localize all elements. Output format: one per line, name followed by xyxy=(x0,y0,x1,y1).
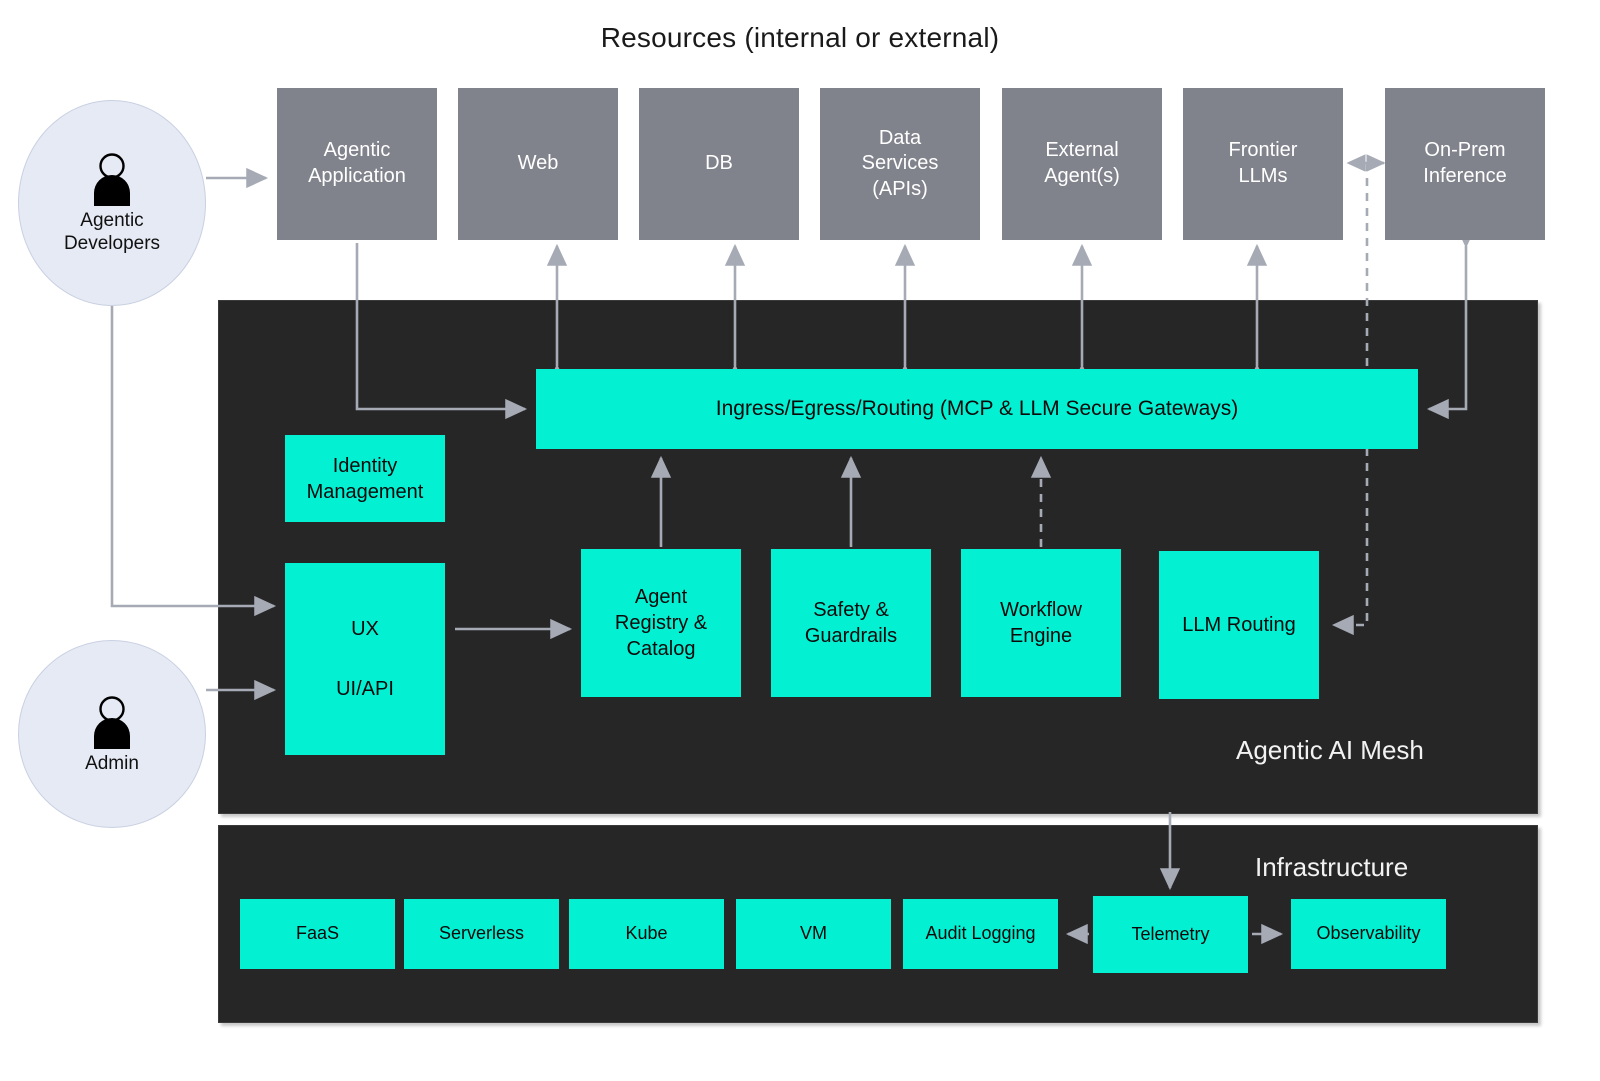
infrastructure-item-audit-logging[interactable]: Audit Logging xyxy=(903,899,1058,969)
resource-external-agents[interactable]: External Agent(s) xyxy=(1002,88,1162,240)
ux-label: UX xyxy=(351,618,379,640)
infrastructure-item-faas[interactable]: FaaS xyxy=(240,899,395,969)
resource-on-prem-inference[interactable]: On-Prem Inference xyxy=(1385,88,1545,240)
infrastructure-item-kube[interactable]: Kube xyxy=(569,899,724,969)
persona-admin[interactable]: Admin xyxy=(18,640,206,828)
mesh-panel-label: Agentic AI Mesh xyxy=(1236,735,1424,765)
safety-guardrails-box[interactable]: Safety & Guardrails xyxy=(771,549,931,697)
user-icon xyxy=(84,150,140,209)
identity-management-box[interactable]: Identity Management xyxy=(285,435,445,522)
infrastructure-item-serverless[interactable]: Serverless xyxy=(404,899,559,969)
resource-web[interactable]: Web xyxy=(458,88,618,240)
infrastructure-panel-label: Infrastructure xyxy=(1255,852,1409,882)
resource-db[interactable]: DB xyxy=(639,88,799,240)
user-icon xyxy=(84,693,140,751)
persona-agentic-developers[interactable]: Agentic Developers xyxy=(18,100,206,306)
persona-label: Agentic Developers xyxy=(63,210,161,254)
ux-ui-api-box[interactable]: UX UI/API xyxy=(285,563,445,755)
infrastructure-item-telemetry[interactable]: Telemetry xyxy=(1093,896,1248,973)
infrastructure-item-observability[interactable]: Observability xyxy=(1291,899,1446,969)
resource-frontier-llms[interactable]: Frontier LLMs xyxy=(1183,88,1343,240)
agent-registry-catalog-box[interactable]: Agent Registry & Catalog xyxy=(581,549,741,697)
persona-label: Admin xyxy=(85,752,139,774)
page-title: Resources (internal or external) xyxy=(600,22,1000,53)
infrastructure-item-vm[interactable]: VM xyxy=(736,899,891,969)
ingress-egress-routing-gateway[interactable]: Ingress/Egress/Routing (MCP & LLM Secure… xyxy=(536,369,1418,449)
llm-routing-box[interactable]: LLM Routing xyxy=(1159,551,1319,699)
workflow-engine-box[interactable]: Workflow Engine xyxy=(961,549,1121,697)
resource-agentic-application[interactable]: Agentic Application xyxy=(277,88,437,240)
ui-api-label: UI/API xyxy=(336,678,394,700)
resource-data-services[interactable]: Data Services (APIs) xyxy=(820,88,980,240)
